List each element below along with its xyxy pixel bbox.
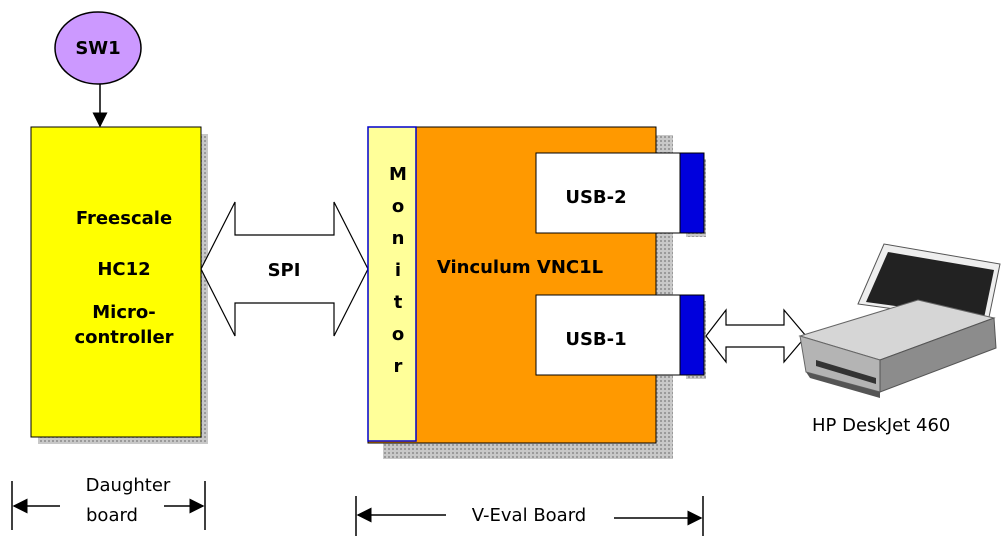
daughter-board: Freescale HC12 Micro- controller [30, 126, 208, 444]
sw1-label: SW1 [75, 38, 120, 59]
spi-bus-arrow: SPI [200, 201, 369, 337]
mcu-label-line1: Freescale [76, 208, 172, 229]
monitor-letter-o1: o [392, 196, 404, 217]
sw1-switch: SW1 [54, 11, 142, 85]
mcu-label-line2: HC12 [97, 259, 150, 280]
vinculum-label: Vinculum VNC1L [437, 257, 603, 278]
daughter-board-label-line1: Daughter [86, 475, 171, 496]
usb-to-printer-arrow [705, 308, 807, 364]
usb-1-label: USB-1 [565, 329, 626, 350]
usb-2-connector [679, 152, 705, 234]
usb-1-connector [679, 294, 705, 376]
printer-label: HP DeskJet 460 [812, 415, 950, 436]
monitor-letter-m: M [389, 164, 407, 185]
monitor-letter-n: n [392, 228, 405, 249]
monitor-letter-r: r [394, 356, 403, 377]
usb-2-port: USB-2 [535, 152, 706, 237]
mcu-label-line3: Micro- [92, 302, 155, 323]
daughter-board-dimension: Daughter board [11, 475, 206, 530]
veval-board-label: V-Eval Board [472, 505, 586, 526]
monitor-letter-i: i [395, 260, 401, 281]
printer-image [798, 243, 1001, 398]
mcu-label-line4: controller [74, 327, 173, 348]
usb-2-label: USB-2 [565, 187, 626, 208]
monitor-letter-o2: o [392, 324, 404, 345]
daughter-board-label-line2: board [86, 505, 138, 526]
usb-1-port: USB-1 [535, 294, 706, 379]
monitor-strip: M o n i t o r [367, 126, 417, 442]
spi-label: SPI [268, 260, 301, 281]
veval-board-dimension: V-Eval Board [355, 496, 704, 536]
monitor-letter-t: t [394, 292, 403, 313]
